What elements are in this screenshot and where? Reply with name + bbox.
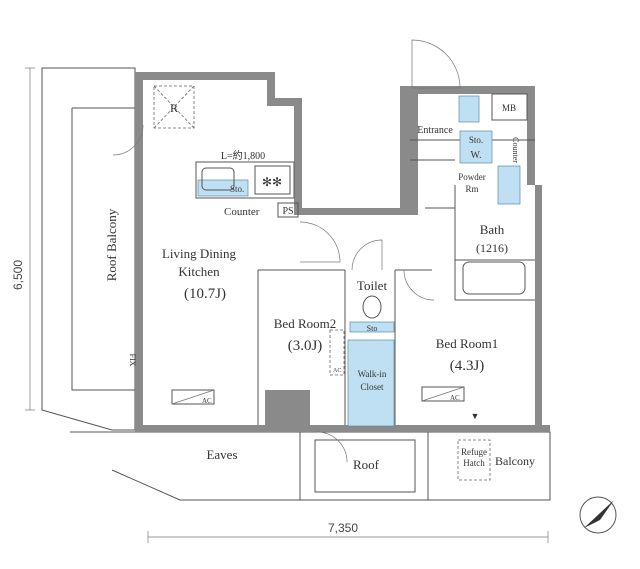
ldk-size: (10.7J): [184, 286, 226, 302]
toilet-sto-label: Sto: [367, 324, 378, 333]
wet-area: Entrance MB Sto. W. Counter Powder Rm Ba…: [417, 93, 528, 295]
window-marker-icon: ▼: [471, 411, 480, 421]
counter-label: Counter: [224, 206, 260, 218]
wic-label-1: Walk-in: [358, 369, 387, 379]
stove-icon: ✻✻: [262, 175, 282, 189]
interior-partitions: [112, 39, 535, 463]
bed-room-2: Bed Room2 (3.0J) AC: [274, 316, 345, 376]
living-dining-kitchen: R L=約1,800 Sto. ✻✻ Counter PS Living Din…: [128, 85, 299, 405]
wic-label-2: Closet: [360, 382, 384, 392]
eaves-label: Eaves: [206, 447, 237, 462]
bed1-size: (4.3J): [450, 358, 485, 374]
entrance-label: Entrance: [417, 125, 453, 136]
kitchen-sto-label: Sto.: [230, 184, 244, 194]
roof-balcony-label: Roof Balcony: [104, 208, 119, 281]
refuge-hatch-label-2: Hatch: [463, 458, 485, 468]
kitchen-length-label: L=約1,800: [221, 149, 265, 162]
mb-label: MB: [502, 103, 516, 113]
bed2-ac-label: AC: [333, 368, 341, 374]
powder-label-1: Powder: [458, 172, 486, 182]
lower-strip: Eaves Roof Refuge Hatch Balcony: [70, 431, 551, 501]
sto-w-label-1: Sto.: [469, 135, 483, 145]
roof-label: Roof: [353, 457, 380, 472]
refrigerator-label: R: [170, 101, 178, 115]
bed1-name: Bed Room1: [436, 336, 498, 351]
bath-size: (1216): [476, 241, 508, 255]
bed1-ac-label: AC: [450, 394, 460, 402]
ps-label: PS: [282, 206, 293, 217]
powder-label-2: Rm: [465, 184, 478, 194]
refuge-hatch-label-1: Refuge: [461, 447, 487, 457]
ldk-ac-label: AC: [202, 397, 212, 405]
sto-w-label-2: W.: [470, 150, 481, 161]
width-dimension-label: 7,350: [328, 521, 358, 535]
toilet: Toilet Sto Walk-in Closet: [347, 278, 395, 427]
height-dimension: 6,500: [11, 67, 35, 411]
toilet-label: Toilet: [357, 278, 388, 293]
ldk-name-1: Living Dining: [162, 246, 237, 261]
fix-label: FIX: [128, 354, 137, 367]
walls: [135, 72, 550, 432]
north-arrow-icon: [579, 496, 617, 534]
bed2-name: Bed Room2: [274, 316, 336, 331]
roof-balcony: Roof Balcony: [41, 67, 136, 431]
height-dimension-label: 6,500: [11, 260, 25, 290]
bed-room-1: Bed Room1 (4.3J) AC ▼: [421, 336, 498, 421]
bed2-size: (3.0J): [288, 338, 323, 354]
counter-vertical-label: Counter: [511, 137, 520, 163]
width-dimension: 7,350: [147, 521, 549, 543]
balcony-label: Balcony: [495, 454, 535, 468]
ldk-name-2: Kitchen: [178, 264, 220, 279]
bath-label: Bath: [480, 222, 505, 237]
